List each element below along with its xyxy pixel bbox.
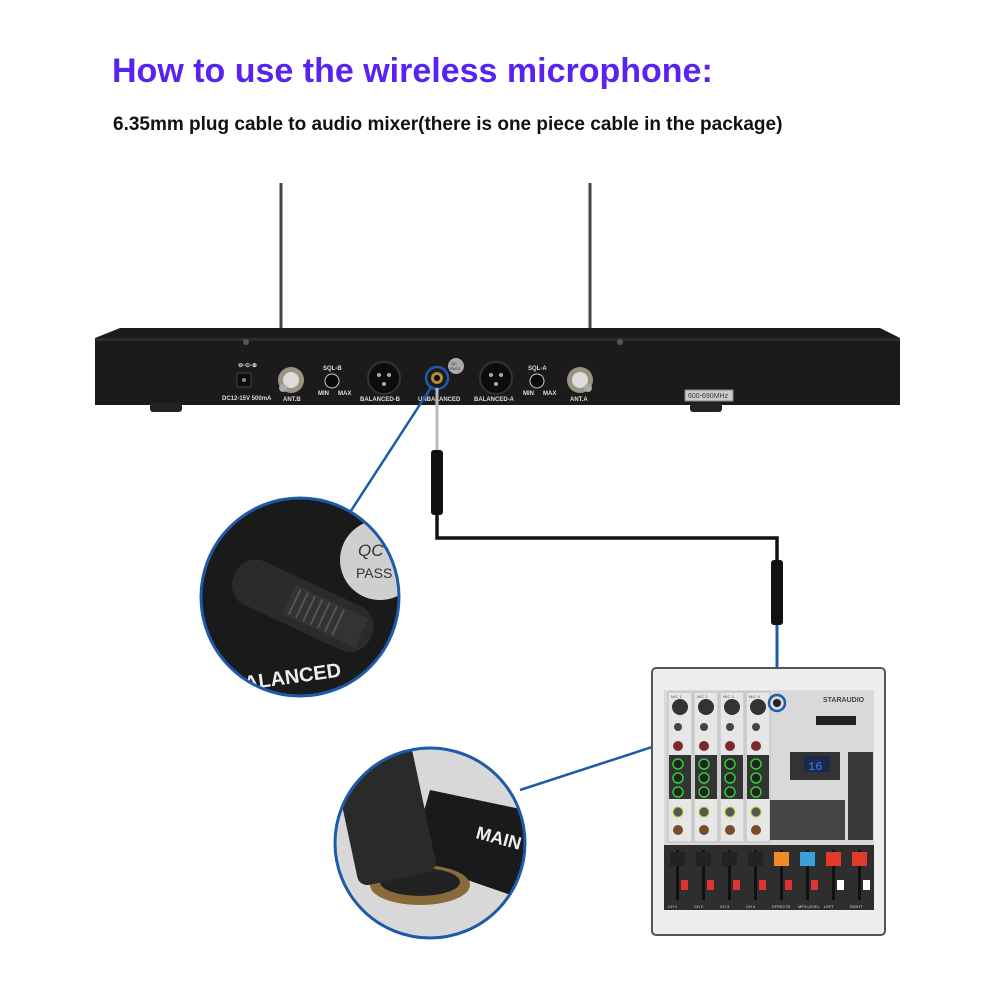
mic-channel-strip: MIC 4 <box>745 691 771 843</box>
mic-channel-strip: MIC 3 <box>719 691 745 843</box>
eq-knob[interactable] <box>750 772 762 784</box>
ant-b-label: ANT.B <box>283 397 301 403</box>
antenna-a-connector[interactable] <box>567 367 593 393</box>
qc-pass-sticker: QC PASS <box>448 358 464 374</box>
channel-fader[interactable]: EFFECTS <box>772 850 792 909</box>
eq-knob[interactable] <box>672 758 684 770</box>
balanced-b-label: BALANCED-B <box>360 397 401 403</box>
fx-knob[interactable] <box>724 806 736 818</box>
channel-label: MP3 LEVEL <box>798 904 821 909</box>
balanced-b-xlr[interactable] <box>367 361 401 395</box>
svg-text:PASS: PASS <box>356 565 392 581</box>
line-input-jack[interactable] <box>726 723 734 731</box>
page-title: How to use the wireless microphone: <box>112 52 713 90</box>
sql-b-knob[interactable] <box>324 373 340 389</box>
channel-label: EFFECTS <box>772 904 791 909</box>
pan-knob[interactable] <box>699 825 709 835</box>
channel-fader[interactable]: CH 1 <box>668 850 688 909</box>
sql-a-label: SQL-A <box>528 366 547 372</box>
eq-knob[interactable] <box>724 786 736 798</box>
mic-channel-strip: MIC 1 <box>667 691 693 843</box>
pan-knob[interactable] <box>751 825 761 835</box>
pan-knob[interactable] <box>725 825 735 835</box>
eq-knob[interactable] <box>724 758 736 770</box>
fx-knob[interactable] <box>750 806 762 818</box>
channel-label: CH 4 <box>746 904 756 909</box>
svg-text:⊖-⊙-⊕: ⊖-⊙-⊕ <box>238 363 257 369</box>
receiver-unit: ⊖-⊙-⊕ DC12-15V 500mA ANT.B SQL-B MIN MAX… <box>95 328 900 412</box>
channel-label: CH 1 <box>668 904 678 909</box>
eq-knob[interactable] <box>750 758 762 770</box>
frequency-label: 600-690MHz <box>688 393 729 400</box>
sql-a-knob[interactable] <box>529 373 545 389</box>
main-out-jack[interactable] <box>767 693 787 713</box>
max-label: MAX <box>543 391 556 397</box>
power-label: DC12-15V 500mA <box>222 396 272 402</box>
mixer-display: 16 <box>808 760 822 774</box>
line-input-jack[interactable] <box>674 723 682 731</box>
gain-knob[interactable] <box>673 741 683 751</box>
balanced-a-label: BALANCED-A <box>474 397 515 403</box>
mic-label: MIC 3 <box>723 694 734 699</box>
gain-knob[interactable] <box>725 741 735 751</box>
min-label: MIN <box>523 391 534 397</box>
mic-channel-strip: MIC 2 <box>693 691 719 843</box>
unbalanced-label: UNBALANCED <box>418 397 461 403</box>
channel-label: CH 2 <box>694 904 704 909</box>
channel-label: RIGHT <box>850 904 863 909</box>
mic-input-xlr[interactable] <box>672 699 688 715</box>
min-label: MIN <box>318 391 329 397</box>
channel-fader[interactable]: LEFT <box>824 850 844 909</box>
power-jack[interactable]: ⊖-⊙-⊕ <box>236 363 257 388</box>
mic-label: MIC 1 <box>671 694 682 699</box>
pan-knob[interactable] <box>673 825 683 835</box>
eq-knob[interactable] <box>672 786 684 798</box>
channel-fader[interactable]: CH 2 <box>694 850 714 909</box>
svg-text:QC: QC <box>358 541 384 560</box>
callout-line-receiver <box>343 385 434 521</box>
line-input-jack[interactable] <box>752 723 760 731</box>
svg-text:QC: QC <box>451 361 457 366</box>
page-subtitle: 6.35mm plug cable to audio mixer(there i… <box>113 114 783 135</box>
mic-input-xlr[interactable] <box>698 699 714 715</box>
eq-knob[interactable] <box>698 786 710 798</box>
receiver-jack-closeup: QC PASS ALANCED <box>201 498 399 696</box>
mic-label: MIC 2 <box>697 694 708 699</box>
sql-b-label: SQL-B <box>323 366 342 372</box>
channel-label: LEFT <box>824 904 834 909</box>
eq-knob[interactable] <box>672 772 684 784</box>
svg-text:PASS: PASS <box>450 366 461 371</box>
channel-fader[interactable]: MP3 LEVEL <box>798 850 821 909</box>
gain-knob[interactable] <box>699 741 709 751</box>
mic-input-xlr[interactable] <box>750 699 766 715</box>
audio-mixer: MIC 1 MIC 2 MIC 3 MIC 4 STARAUDIO 16 CH 1 CH… <box>651 667 886 936</box>
max-label: MAX <box>338 391 351 397</box>
channel-fader[interactable]: RIGHT <box>850 850 870 909</box>
channel-fader[interactable]: CH 3 <box>720 850 740 909</box>
eq-knob[interactable] <box>750 786 762 798</box>
fx-knob[interactable] <box>672 806 684 818</box>
ant-a-label: ANT.A <box>570 397 588 403</box>
audio-cable <box>431 388 783 700</box>
mic-input-xlr[interactable] <box>724 699 740 715</box>
eq-knob[interactable] <box>698 772 710 784</box>
channel-label: CH 3 <box>720 904 730 909</box>
eq-knob[interactable] <box>724 772 736 784</box>
gain-knob[interactable] <box>751 741 761 751</box>
eq-knob[interactable] <box>698 758 710 770</box>
mixer-brand: STARAUDIO <box>823 697 865 704</box>
channel-fader[interactable]: CH 4 <box>746 850 766 909</box>
fx-knob[interactable] <box>698 806 710 818</box>
balanced-a-xlr[interactable] <box>479 361 513 395</box>
mic-label: MIC 4 <box>749 694 760 699</box>
line-input-jack[interactable] <box>700 723 708 731</box>
antenna-b-connector[interactable] <box>278 367 304 393</box>
